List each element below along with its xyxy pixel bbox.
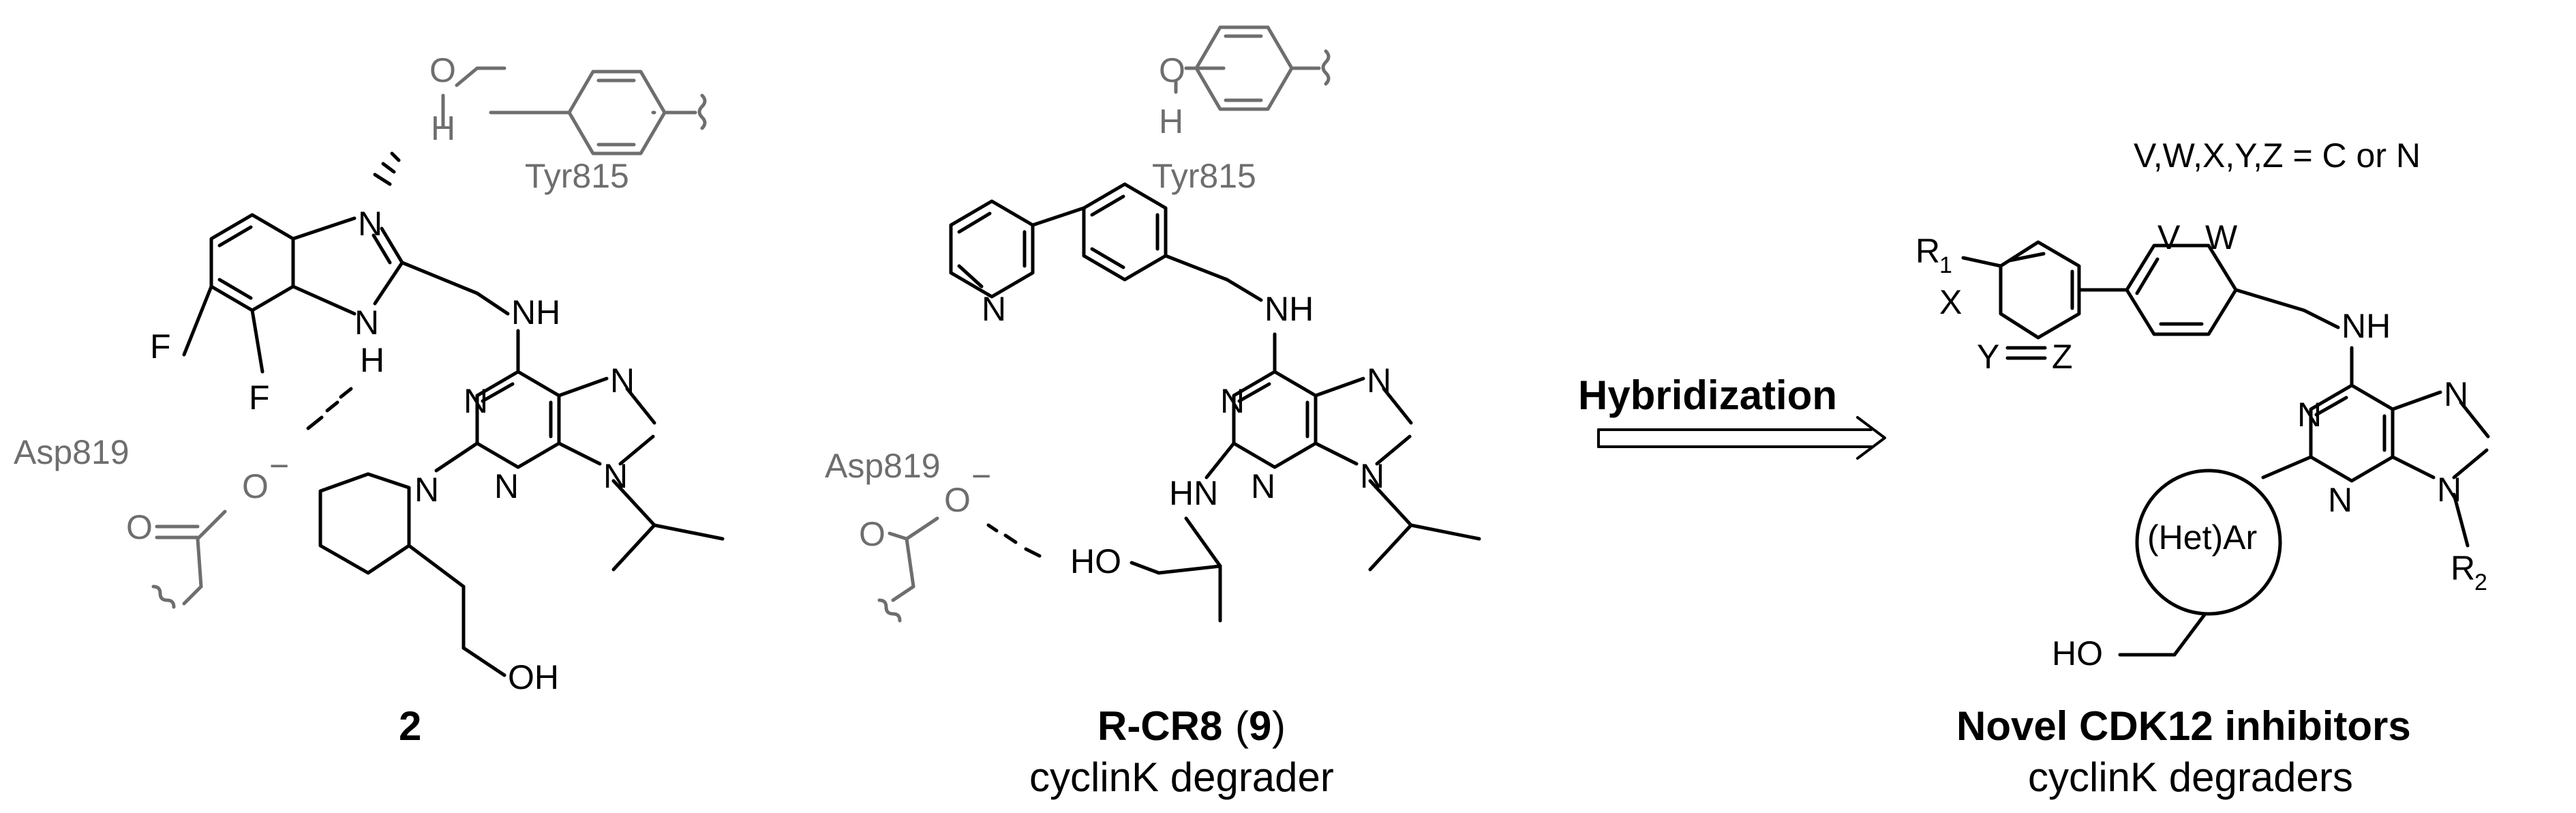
het-aryl-ring: (Het)Ar HO xyxy=(2052,455,2313,672)
asp-charge-middle: − xyxy=(971,457,991,495)
purine-n3-left: N xyxy=(494,467,519,505)
purine-n1-right: N xyxy=(2297,396,2322,434)
h-bond-tyr-left xyxy=(373,151,401,186)
r2-substituent-r: R xyxy=(2451,549,2475,587)
purine-n7-right: N xyxy=(2444,375,2468,413)
hybridization-arrow: Hybridization xyxy=(1578,372,1886,460)
linker-nh-left: NH xyxy=(511,293,560,331)
asp-o-carbonyl-middle: O xyxy=(859,515,885,553)
r-cr8-name: R-CR8 xyxy=(1097,703,1222,749)
hydroxyl-ho-middle: HO xyxy=(1070,542,1121,580)
asp819-label-left: Asp819 xyxy=(14,433,130,471)
r2-subscript: 2 xyxy=(2474,570,2487,595)
piperidine-ring: N OH xyxy=(318,441,559,696)
ring-atom-x: X xyxy=(1939,283,1962,321)
central-aza-ring: V W NH xyxy=(2077,218,2391,345)
h-bond-asp-left xyxy=(306,387,353,430)
purine-n9-left: N xyxy=(603,457,628,495)
benzimidazole-n-atom: N xyxy=(358,205,382,243)
linker-nh-right: NH xyxy=(2342,307,2391,345)
amine-hn-middle: HN xyxy=(1169,474,1218,512)
tyr815-label-middle: Tyr815 xyxy=(1152,157,1256,195)
r1-substituent-r: R xyxy=(1915,232,1940,270)
purine-n1-middle: N xyxy=(1220,382,1245,420)
pyridine-ring-middle: N xyxy=(949,199,1086,328)
purine-n7-left: N xyxy=(610,361,635,400)
novel-inhibitors-caption: cyclinK degraders xyxy=(2028,754,2353,800)
purine-n1-left: N xyxy=(464,382,488,420)
r-cr8-close-paren: ) xyxy=(1272,703,1286,749)
r1-subscript: 1 xyxy=(1939,252,1952,278)
purine-ring-middle: N N N N HN HO xyxy=(1070,332,1481,623)
tyr815-residue-middle: O H Tyr815 xyxy=(1152,25,1331,195)
purine-n9-middle: N xyxy=(1360,457,1384,495)
benzimidazole-nh-n: N xyxy=(354,304,379,342)
tyr815-residue-left: O H Tyr815 xyxy=(429,51,707,195)
ring-atom-z: Z xyxy=(2052,338,2073,376)
tyr-h-atom-middle: H xyxy=(1159,102,1183,141)
tyr-o-atom: O xyxy=(429,51,456,89)
het-aryl-label: (Het)Ar xyxy=(2147,518,2257,557)
purine-n9-right: N xyxy=(2437,471,2461,509)
benzimidazole-ring: N N H NH F F xyxy=(150,205,560,417)
piperidine-n-atom: N xyxy=(414,471,439,509)
compound-2-number: 2 xyxy=(399,703,421,749)
purine-n3-right: N xyxy=(2328,481,2352,519)
asp819-residue-middle: Asp819 O − O xyxy=(825,447,1042,623)
hydroxyl-oh-left: OH xyxy=(508,658,559,696)
tyr-o-atom-middle: O xyxy=(1159,51,1185,89)
pyridine-n-atom: N xyxy=(982,290,1006,328)
benzimidazole-nh-h: H xyxy=(360,341,384,379)
phenyl-ring-middle: NH xyxy=(1082,182,1314,328)
novel-inhibitor-scaffold: V,W,X,Y,Z = C or N R 1 X Y Z V W NH xyxy=(1915,136,2490,800)
r-cr8-structure: O H Tyr815 N NH xyxy=(825,25,1481,800)
r-cr8-open-paren: ( xyxy=(1235,703,1249,749)
ring-atom-y: Y xyxy=(1977,338,1999,376)
purine-ring-right: N N N N R 2 xyxy=(2297,346,2490,595)
fluoro-atom-1: F xyxy=(150,327,171,366)
asp-o-minus-middle: O xyxy=(944,481,971,519)
asp819-residue-left: Asp819 O − O xyxy=(14,433,289,609)
hybridization-label: Hybridization xyxy=(1578,372,1837,418)
compound-2-structure: O H Tyr815 N N H NH F xyxy=(14,51,725,749)
asp-o-minus-left: O xyxy=(242,467,269,505)
asp819-label-middle: Asp819 xyxy=(825,447,941,485)
purine-ring-left: N N N N xyxy=(464,329,725,572)
variable-definition: V,W,X,Y,Z = C or N xyxy=(2134,136,2421,175)
variable-aryl-ring: R 1 X Y Z xyxy=(1915,232,2081,376)
novel-inhibitors-title: Novel CDK12 inhibitors xyxy=(1956,703,2411,749)
asp-o-carbonyl-left: O xyxy=(126,508,153,546)
purine-n3-middle: N xyxy=(1251,467,1275,505)
fluoro-atom-2: F xyxy=(249,379,270,417)
purine-n7-middle: N xyxy=(1367,361,1391,400)
ring-atom-v: V xyxy=(2157,218,2181,256)
r-cr8-caption: cyclinK degrader xyxy=(1029,754,1334,800)
asp-charge-left: − xyxy=(269,447,289,485)
hydroxyl-ho-right: HO xyxy=(2052,634,2103,672)
ring-atom-w: W xyxy=(2205,218,2238,256)
r-cr8-number: 9 xyxy=(1249,703,1271,749)
linker-nh-middle: NH xyxy=(1264,290,1314,328)
tyr-h-atom: H xyxy=(431,109,455,147)
tyr815-label-left: Tyr815 xyxy=(525,157,629,195)
